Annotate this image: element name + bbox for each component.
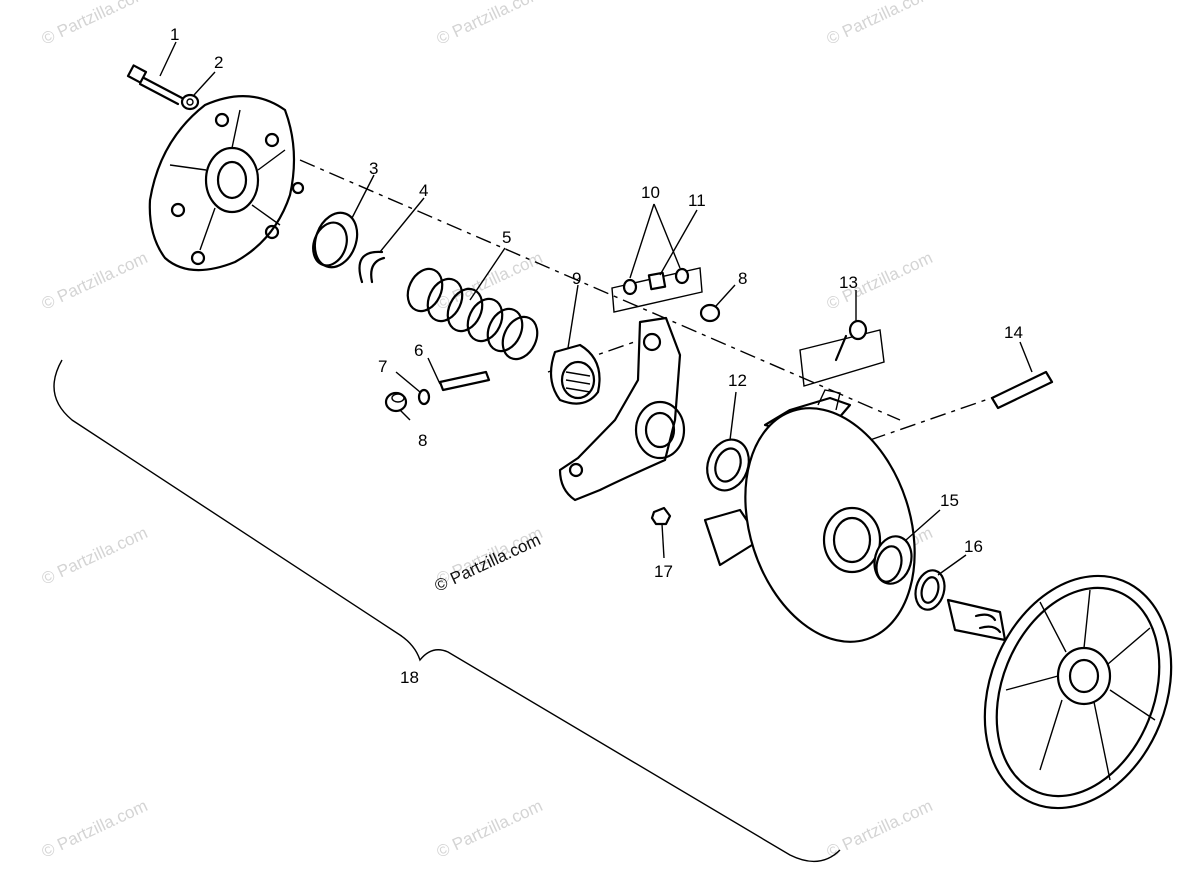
copyright-label: © Partzilla.com bbox=[432, 530, 544, 596]
callout-2: 2 bbox=[214, 53, 223, 72]
callout-6: 6 bbox=[414, 341, 423, 360]
leader-lines bbox=[159, 41, 1033, 576]
assembly-axis bbox=[299, 159, 1001, 441]
part-12-washer bbox=[706, 438, 750, 492]
callout-4: 4 bbox=[419, 181, 428, 200]
callout-17: 17 bbox=[654, 562, 673, 581]
part-8-cap-upper bbox=[699, 303, 721, 323]
callout-15: 15 bbox=[940, 491, 959, 510]
fixed-sheave bbox=[946, 574, 1173, 810]
part-4-snap-ring bbox=[358, 250, 386, 284]
part-1-bolt bbox=[126, 64, 184, 106]
callout-13: 13 bbox=[839, 273, 858, 292]
callout-3: 3 bbox=[369, 159, 378, 178]
part-2-washer bbox=[180, 93, 200, 111]
callout-11: 11 bbox=[688, 191, 706, 210]
callout-8-upper: 8 bbox=[738, 269, 747, 288]
watermark: © Partzilla.com bbox=[39, 523, 151, 589]
callout-1: 1 bbox=[170, 25, 179, 44]
part-10-11-hardware bbox=[611, 267, 703, 313]
callout-5: 5 bbox=[502, 228, 511, 247]
watermark: © Partzilla.com bbox=[434, 796, 546, 862]
callout-8-lower: 8 bbox=[418, 431, 427, 450]
part-7-washer bbox=[417, 388, 431, 406]
watermark: © Partzilla.com bbox=[824, 0, 936, 49]
part-3-bushing bbox=[312, 211, 359, 269]
assembly-bracket bbox=[53, 359, 841, 863]
watermark: © Partzilla.com bbox=[39, 796, 151, 862]
callout-12: 12 bbox=[728, 371, 747, 390]
cover-plate bbox=[148, 95, 305, 272]
part-14-pin bbox=[990, 370, 1054, 410]
callout-layer: 1 2 3 4 5 9 10 11 8 13 14 6 7 8 12 15 16… bbox=[170, 25, 1023, 687]
callout-9: 9 bbox=[572, 269, 581, 288]
callout-10: 10 bbox=[641, 183, 660, 202]
callout-18: 18 bbox=[400, 668, 419, 687]
callout-7: 7 bbox=[378, 357, 387, 376]
watermark: © Partzilla.com bbox=[824, 796, 936, 862]
movable-sheave bbox=[703, 389, 916, 643]
watermark: © Partzilla.com bbox=[434, 0, 546, 49]
part-5-spring bbox=[406, 267, 539, 361]
spider-arm bbox=[558, 316, 686, 502]
part-8-cap-lower bbox=[384, 391, 408, 413]
part-6-pin bbox=[438, 370, 491, 392]
part-15-bushing bbox=[873, 535, 913, 585]
watermark: © Partzilla.com bbox=[39, 248, 151, 314]
watermark: © Partzilla.com bbox=[39, 0, 151, 49]
part-9-roller bbox=[549, 343, 601, 405]
callout-16: 16 bbox=[964, 537, 983, 556]
part-16-washer bbox=[914, 569, 946, 611]
part-13-bracket bbox=[799, 319, 885, 387]
part-17-nut bbox=[650, 506, 672, 526]
callout-14: 14 bbox=[1004, 323, 1023, 342]
